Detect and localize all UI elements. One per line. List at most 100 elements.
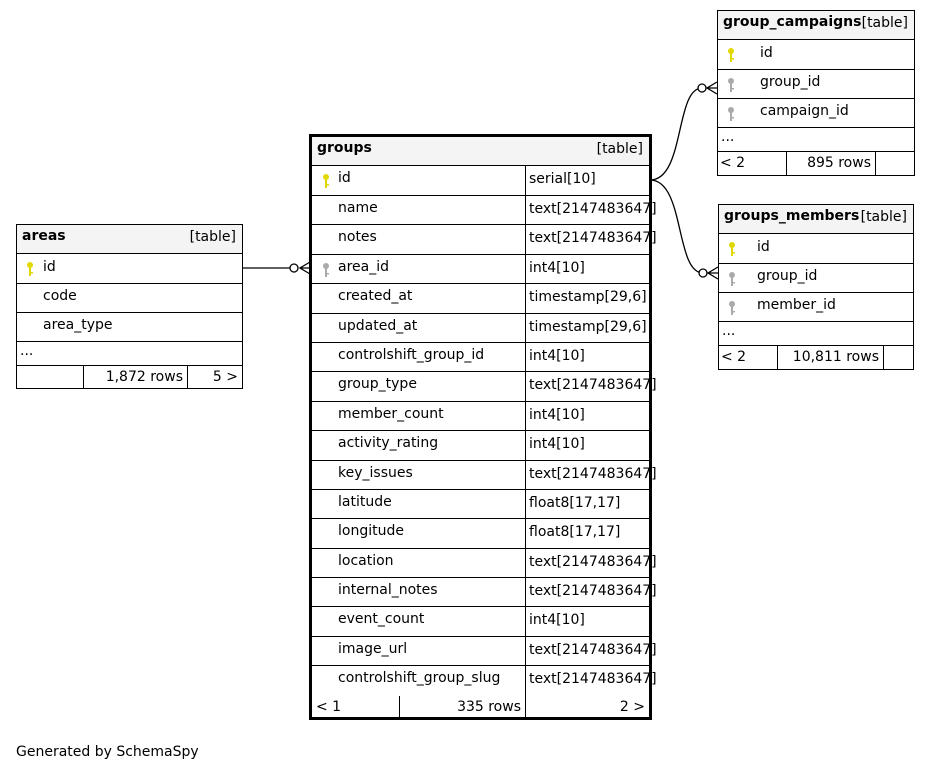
foreign-key-icon: [323, 262, 329, 277]
row-count: 335 rows: [457, 698, 521, 715]
column-type: text[2147483647]: [529, 377, 657, 394]
areas-groups-optional-mark: [289, 263, 299, 273]
column-type: text[2147483647]: [529, 671, 657, 688]
ellipsis: ...: [20, 343, 34, 359]
column-name: updated_at: [338, 317, 418, 334]
parents-count[interactable]: < 1: [316, 698, 342, 715]
column-type: int4[10]: [529, 612, 585, 629]
column-type: serial[10]: [529, 171, 596, 187]
column-name: name: [338, 200, 378, 216]
column-type-cell: int4[10]: [525, 401, 649, 431]
column-type: int4[10]: [529, 259, 585, 276]
column-type-cell: serial[10]: [525, 166, 649, 195]
table-row: controlshift_group_id int4[10]: [312, 342, 649, 373]
table-row: id: [718, 40, 914, 70]
groups-header: groups [table]: [312, 137, 649, 166]
areas-table[interactable]: areas [table] id code area_type ... 1,87…: [16, 224, 243, 389]
table-row: group_id: [718, 70, 914, 99]
table-row: ...: [17, 342, 242, 366]
children-count[interactable]: 5 >: [212, 369, 238, 385]
table-row: code: [17, 284, 242, 313]
table-footer: 1,872 rows 5 >: [17, 366, 242, 388]
column-type: timestamp[29,6]: [529, 318, 647, 335]
row-count: 895 rows: [807, 155, 871, 171]
column-type: int4[10]: [529, 406, 585, 423]
row-count: 1,872 rows: [105, 369, 183, 385]
column-name: group_id: [760, 74, 821, 90]
column-type: int4[10]: [529, 347, 585, 364]
parents-count[interactable]: < 2: [721, 349, 747, 365]
column-name: controlshift_group_slug: [338, 670, 501, 687]
table-row: id: [17, 254, 242, 284]
column-name: member_count: [338, 405, 444, 422]
parents-count[interactable]: < 2: [720, 155, 746, 171]
primary-key-icon: [728, 48, 734, 62]
column-name: id: [43, 259, 56, 275]
column-name: notes: [338, 229, 377, 246]
column-name: group_id: [757, 268, 818, 284]
column-type: float8[17,17]: [529, 524, 621, 541]
column-name: code: [43, 288, 77, 304]
groups-members-header: groups_members [table]: [719, 205, 913, 234]
groups-table[interactable]: groups [table] id serial[10] name text[2147…: [309, 134, 657, 720]
group-campaigns-table[interactable]: group_campaigns [table] id group_id camp…: [717, 10, 915, 176]
column-type: float8[17,17]: [529, 494, 621, 511]
table-row: campaign_id: [718, 99, 914, 128]
table-row: area_type: [17, 313, 242, 342]
column-name: controlshift_group_id: [338, 346, 485, 363]
column-name: area_id: [338, 258, 389, 275]
table-footer: < 1 335 rows 2 >: [312, 695, 649, 720]
foreign-key-icon: [729, 301, 735, 315]
column-name: area_type: [43, 317, 113, 333]
column-name: image_url: [338, 640, 408, 657]
column-type-cell: int4[10]: [525, 342, 649, 372]
column-type-cell: text[2147483647]: [525, 372, 657, 401]
primary-key-icon: [323, 174, 329, 188]
table-row: member_id: [719, 293, 913, 322]
table-row: ...: [718, 128, 914, 152]
column-name: longitude: [338, 523, 404, 540]
table-kind: [table]: [189, 229, 236, 245]
column-type-cell: text[2147483647]: [525, 196, 657, 225]
table-name: group_campaigns: [723, 14, 862, 30]
foreign-key-icon: [728, 78, 734, 92]
table-row: ...: [719, 322, 913, 346]
column-type-cell: text[2147483647]: [525, 636, 657, 666]
table-row: controlshift_group_slug text[2147483647]: [312, 666, 657, 696]
column-type: timestamp[29,6]: [529, 289, 647, 306]
table-row: group_id: [719, 264, 913, 293]
column-name: key_issues: [338, 464, 413, 481]
table-row: area_id int4[10]: [312, 254, 649, 285]
column-type-cell: float8[17,17]: [525, 519, 649, 548]
primary-key-icon: [729, 242, 735, 256]
column-name: id: [338, 170, 351, 186]
column-type-cell: int4[10]: [525, 431, 649, 460]
groups-members-table[interactable]: groups_members [table] id group_id membe…: [718, 204, 914, 370]
table-name: groups: [317, 140, 372, 156]
column-name: internal_notes: [338, 582, 438, 599]
column-name: id: [757, 239, 770, 255]
column-type-cell: timestamp[29,6]: [525, 284, 649, 313]
ellipsis: ...: [721, 129, 735, 145]
groups-members-edge: [649, 179, 704, 274]
table-row: image_url text[2147483647]: [312, 636, 657, 667]
children-count[interactable]: 2 >: [619, 698, 645, 715]
areas-groups-crowfoot: [298, 261, 311, 275]
primary-key-icon: [27, 262, 33, 276]
column-type-cell: float8[17,17]: [525, 489, 649, 519]
column-name: member_id: [757, 297, 836, 313]
column-name: campaign_id: [760, 103, 849, 119]
table-kind: [table]: [861, 15, 908, 31]
table-row: id: [719, 234, 913, 264]
column-type-cell: text[2147483647]: [525, 578, 657, 607]
table-row: updated_at timestamp[29,6]: [312, 313, 649, 343]
table-kind: [table]: [596, 141, 643, 157]
column-type: text[2147483647]: [529, 465, 657, 482]
